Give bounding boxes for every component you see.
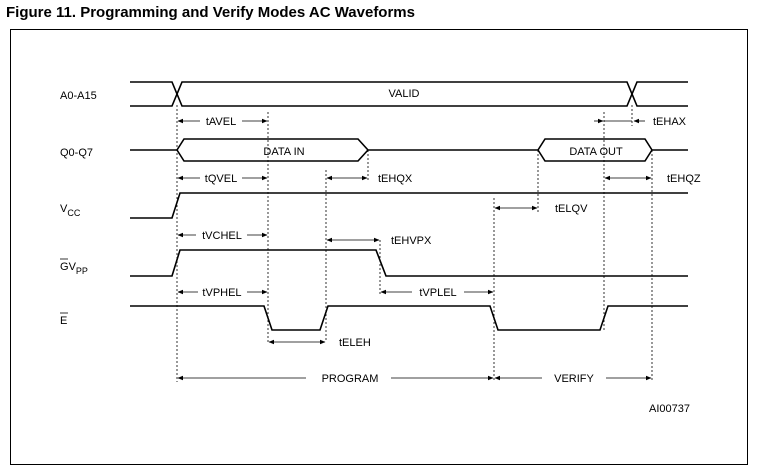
signal-label-enable: E [60,315,67,327]
label-tavel: tAVEL [206,116,236,128]
label-tvchel: tVCHEL [202,230,242,242]
waveform-enable [130,305,688,331]
figure-title: Figure 11. Programming and Verify Modes … [6,4,415,21]
label-tvphel: tVPHEL [202,287,241,299]
waveform-vcc [130,192,688,219]
label-tehvpx: tEHVPX [391,235,432,247]
label-teleh: tELEH [339,337,371,349]
label-tehqx: tEHQX [378,173,413,185]
bus-label-data-out: DATA OUT [569,146,623,158]
signal-label-address: A0-A15 [60,90,97,102]
phase-label-program: PROGRAM [322,373,379,385]
label-tqvel: tQVEL [205,173,237,185]
bus-label-valid: VALID [389,88,420,100]
signal-label-vcc: VCC [60,203,81,218]
label-tvplel: tVPLEL [419,287,456,299]
waveform-data [130,138,688,162]
figure-code: AI00737 [649,403,690,415]
signal-label-data: Q0-Q7 [60,147,93,159]
label-tehax: tEHAX [653,116,687,128]
label-telqv: tELQV [555,203,588,215]
label-tehqz: tEHQZ [667,173,701,185]
signal-label-gvpp: GVPP [60,261,88,276]
diagram-frame [10,29,748,465]
waveform-gvpp [130,249,688,277]
phase-label-verify: VERIFY [554,373,594,385]
waveform-address [130,81,688,107]
bus-label-data-in: DATA IN [263,146,304,158]
